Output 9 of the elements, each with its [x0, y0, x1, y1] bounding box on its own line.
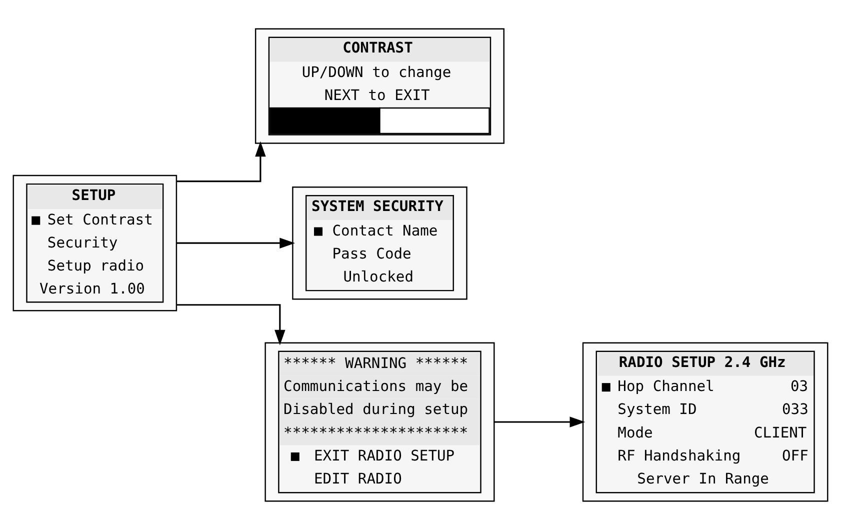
arrow [176, 237, 296, 248]
node-box: SYSTEM SECURITY Contact Name Pass Code Unlocked [292, 186, 468, 300]
arrow [494, 416, 586, 427]
node-box: RADIO SETUP 2.4 GHz Hop Channel 03 System ID 033 Mode CLIENT RF Handshaking OFF Server In Range [582, 342, 828, 502]
arrow [176, 304, 286, 345]
node-box: CONTRAST UP/DOWN to change NEXT to EXIT [254, 28, 504, 144]
node-box: ****** WARNING ****** Communications may be Disabled during setup ********************* EXIT RADIO SETUP EDIT RADIO [264, 342, 495, 502]
arrow [176, 140, 266, 182]
node-box: SETUP Set Contrast Security Setup radio Version 1.00 [12, 174, 178, 311]
